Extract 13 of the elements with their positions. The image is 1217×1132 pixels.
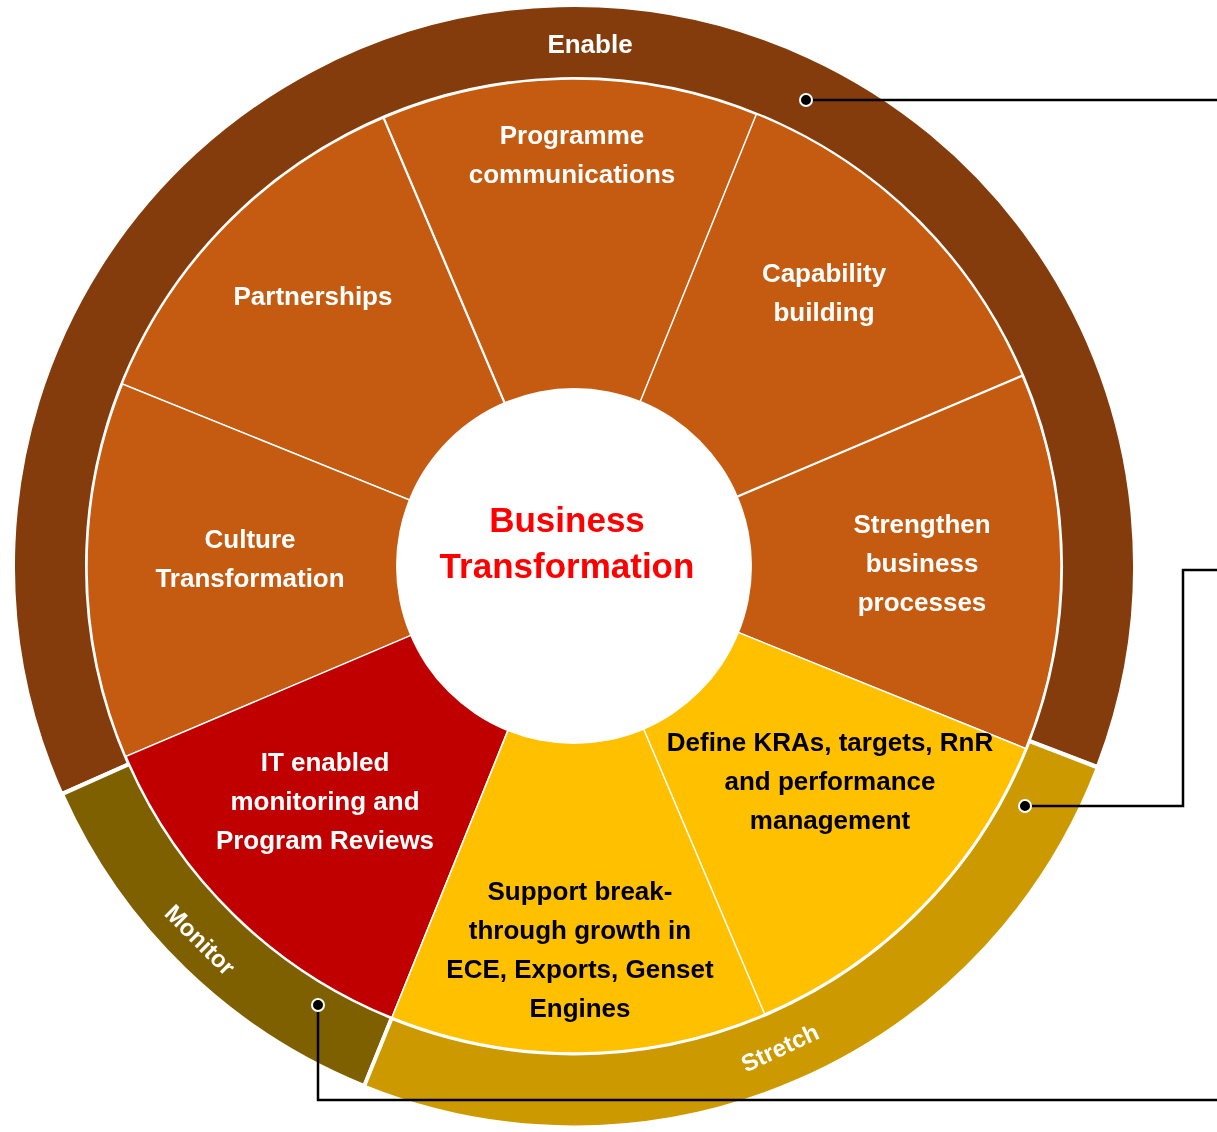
- segment-label: Programme communications: [467, 119, 677, 191]
- segment-label: IT enabled monitoring and Program Reviews: [214, 745, 436, 857]
- segment-label: Capability building: [760, 257, 888, 329]
- leader-line: [311, 998, 1217, 1102]
- leader-line: [799, 93, 1217, 107]
- segment-label: Partnerships: [232, 279, 394, 313]
- segment-label: Strengthen business processes: [852, 507, 992, 619]
- leader-line: [1018, 568, 1217, 813]
- segment-label: Define KRAs, targets, RnR and performance management: [665, 725, 995, 837]
- segment-label: Support break-through growth in ECE, Exports, Genset Engines: [445, 875, 715, 1025]
- center-title: Business Transformation: [438, 498, 696, 586]
- ring-label: Enable: [546, 27, 634, 61]
- segment-label: Culture Transformation: [154, 523, 346, 595]
